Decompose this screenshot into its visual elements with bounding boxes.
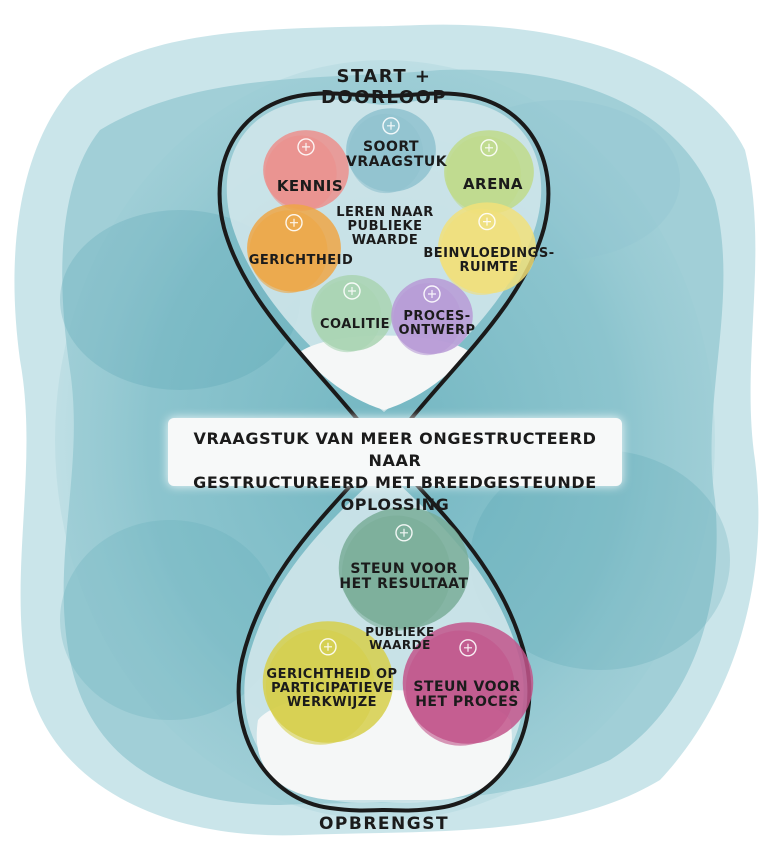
compass-gear-icon-glyph <box>324 642 332 651</box>
watercolor-background <box>14 24 759 836</box>
bubble-label-line1: PROCES- <box>403 309 471 324</box>
bottom-center-line2: WAARDE <box>369 637 431 652</box>
arena-icon <box>480 139 498 157</box>
compass-icon <box>285 213 303 232</box>
bubble-label-kennis: KENNIS <box>270 178 350 194</box>
question-mark-icon <box>382 117 400 135</box>
people-icon <box>343 282 361 300</box>
bubble-wash-inner <box>348 113 424 194</box>
process-design-icon-glyph <box>428 290 436 298</box>
bubble-label-line2: VRAAGSTUK <box>346 154 448 171</box>
people-icon-glyph <box>348 287 356 295</box>
bubble-label-line2: PARTICIPATIEVE <box>271 681 393 697</box>
banner-text: VRAAGSTUK VAN MEER ONGESTRUCTEERD NAAR G… <box>172 428 618 516</box>
bubble-wash-inner <box>405 630 515 746</box>
top-bubble-4 <box>438 202 536 296</box>
bubble-label-steun-resultaat: STEUN VOOR HET RESULTAAT <box>336 561 472 593</box>
bottom-bubble-1 <box>262 621 394 745</box>
banner-line1: VRAAGSTUK VAN MEER ONGESTRUCTEERD NAAR <box>193 429 597 470</box>
top-bubble-3 <box>247 204 341 294</box>
bubble-wash-inner <box>446 135 522 216</box>
bubble-layer <box>247 108 536 746</box>
top-bubble-0 <box>346 108 436 194</box>
thumbs-up-cycle-icon <box>395 524 413 542</box>
bubble-label-beinvloedingsruimte: BEINVLOEDINGS- RUIMTE <box>422 246 556 276</box>
bubble-label-arena: ARENA <box>448 176 538 192</box>
bubble-label-procesontwerp: PROCES- ONTWERP <box>392 309 482 339</box>
question-mark-icon-glyph <box>387 121 395 130</box>
bubble-label-gerichtheid-participatief: GERICHTHEID OP PARTICIPATIEVE WERKWIJZE <box>262 667 402 711</box>
lightbulb-icon <box>297 138 315 156</box>
bubble-label-line1: KENNIS <box>276 177 344 195</box>
top-center-line2: PUBLIEKE <box>347 219 423 235</box>
arena-icon-glyph <box>485 143 493 152</box>
top-bubble-1 <box>263 130 349 212</box>
hourglass-outline <box>217 91 551 813</box>
bubble-label-steun-proces: STEUN VOOR HET PROCES <box>408 679 526 711</box>
bubble-label-line1: STEUN VOOR <box>350 561 458 577</box>
process-design-icon <box>423 285 441 303</box>
bottom-center-line1: PUBLIEKE <box>365 625 435 639</box>
thumbs-up-cycle-icon-glyph <box>400 528 408 537</box>
gauge-icon-glyph <box>483 217 491 226</box>
bubble-wash-inner <box>440 208 523 296</box>
top-bubble-2 <box>444 130 534 216</box>
bubble-label-soort-vraagstuk: SOORT VRAAGSTUK <box>346 139 448 171</box>
bottom-label: OPBRENGST <box>318 814 450 834</box>
bubble-label-line1: BEINVLOEDINGS- <box>423 246 555 261</box>
top-center-line1: LEREN NAAR <box>336 205 434 220</box>
bubble-label-coalitie: COALITIE <box>312 317 398 332</box>
compass-icon-glyph <box>290 218 298 227</box>
bubble-wash-inner <box>313 280 382 353</box>
bottom-bubble-0 <box>338 507 470 631</box>
bubble-label-line1: COALITIE <box>319 317 390 332</box>
banner-line2: GESTRUCTUREERD MET BREEDGESTEUNDE OPLOSS… <box>193 473 597 514</box>
top-bubble-5 <box>311 275 393 353</box>
bubble-label-line1: STEUN VOOR <box>413 679 521 695</box>
bubble-label-line1: SOORT <box>362 139 420 155</box>
banner-box <box>168 418 622 486</box>
bubble-wash-inner <box>265 629 375 745</box>
bubble-label-line2: ONTWERP <box>398 323 476 339</box>
compass-gear-icon <box>319 638 337 656</box>
top-label: START + DOORLOOP <box>320 66 448 108</box>
bubble-label-line2: HET RESULTAAT <box>339 576 469 593</box>
bubble-label-line2: RUIMTE <box>459 260 519 276</box>
gauge-icon <box>478 212 496 231</box>
bubble-label-line2: HET PROCES <box>415 694 519 711</box>
top-center-line3: WAARDE <box>351 233 419 249</box>
bubble-label-line1: GERICHTHEID <box>248 253 354 268</box>
bottom-center-label: PUBLIEKE WAARDE <box>350 626 450 652</box>
bubble-wash-inner <box>265 135 337 212</box>
bubble-wash-inner <box>249 210 328 294</box>
lightbulb-icon-glyph <box>302 142 310 151</box>
bubble-label-line1: ARENA <box>462 175 524 193</box>
top-bubble-6 <box>391 278 473 356</box>
top-center-label: LEREN NAAR PUBLIEKE WAARDE <box>330 205 440 249</box>
thumbs-up-gear-icon-glyph <box>464 643 472 652</box>
bubble-wash-inner <box>341 515 451 631</box>
bubble-label-line1: GERICHTHEID OP <box>266 667 398 682</box>
thumbs-up-gear-icon <box>459 639 477 657</box>
bottom-bubble-2 <box>402 622 534 746</box>
bubble-label-gerichtheid: GERICHTHEID <box>246 253 356 268</box>
bubble-wash-inner <box>393 283 462 356</box>
bubble-label-line3: WERKWIJZE <box>286 695 378 711</box>
